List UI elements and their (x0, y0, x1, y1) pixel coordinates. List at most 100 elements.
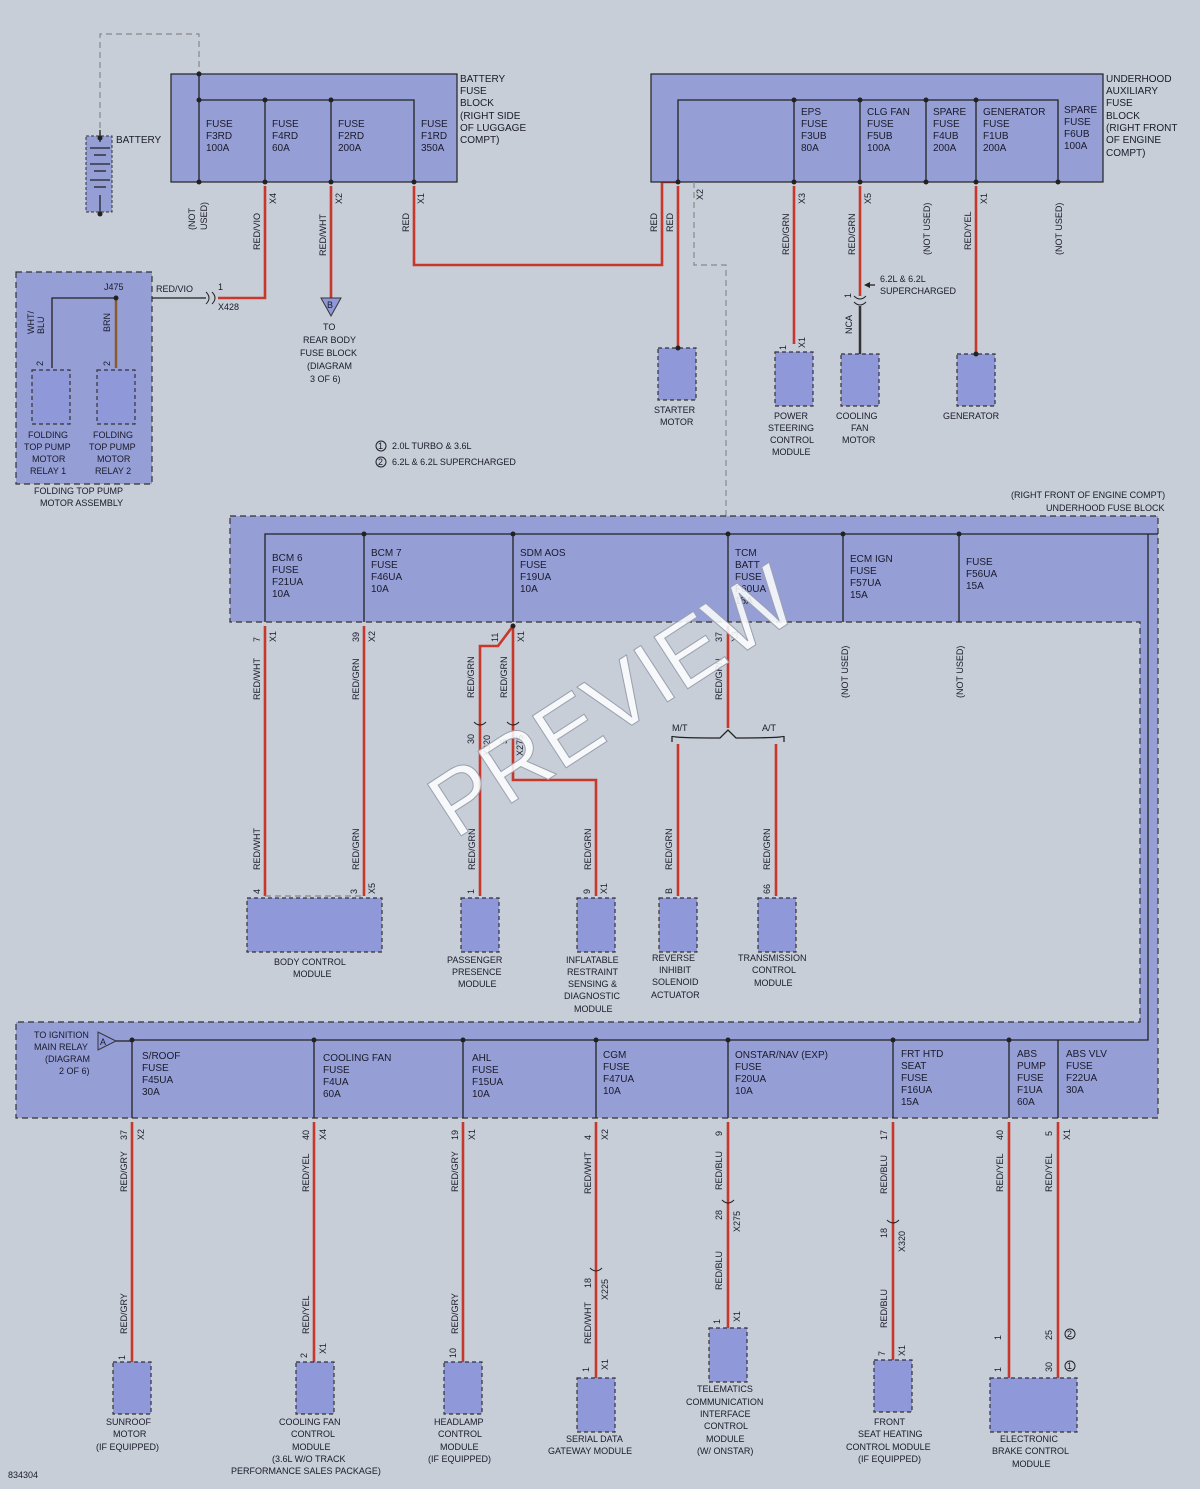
ebcm-label: MODULE (1012, 1459, 1051, 1469)
wire-label: RED/GRN (664, 828, 674, 870)
fuse-line: 60A (323, 1089, 341, 1100)
fuse-line: ABS (1017, 1049, 1037, 1060)
wire-label: BLU (36, 316, 46, 334)
fuse-line: FUSE (735, 1062, 762, 1073)
ppm-label: PRESENCE (452, 967, 502, 977)
connector-label: X275 (732, 1211, 742, 1232)
fuse-line: SDM AOS (520, 548, 566, 559)
block-label-line: (RIGHT FRONT OF ENGINE COMPT) (1011, 490, 1165, 500)
wire-label: RED/BLU (714, 1151, 724, 1190)
variant-marker: 1 (1067, 1361, 1072, 1371)
wire-label: WHT/ (26, 311, 36, 334)
seat-label: CONTROL MODULE (846, 1442, 931, 1452)
pin-label: 2 (35, 361, 45, 366)
pin-label: 1 (466, 889, 476, 894)
fuse-line: EPS (801, 107, 821, 118)
wire-label: RED/GRY (119, 1151, 129, 1192)
rear-body-label: 3 OF 6) (310, 374, 341, 384)
diagram-id: 834304 (8, 1470, 38, 1480)
fuse-line: FUSE (520, 560, 547, 571)
block-label-line: (RIGHT FRONT (1106, 123, 1177, 134)
legend-text: 6.2L & 6.2L SUPERCHARGED (392, 457, 516, 467)
fuse-line: F1RD (421, 131, 447, 142)
fuse-line: F1UA (1017, 1085, 1043, 1096)
fuse-line: 15A (901, 1097, 919, 1108)
pin-label: 40 (301, 1130, 311, 1140)
fuse-line: FUSE (421, 119, 448, 130)
pin-label: 10 (448, 1348, 458, 1358)
fuse-f4ua: COOLING FAN FUSE F4UA 60A (323, 1053, 391, 1100)
fuse-line: FUSE (272, 565, 299, 576)
wire-label: RED/GRY (450, 1151, 460, 1192)
fuse-line: 80A (801, 143, 819, 154)
fuse-f16ua: FRT HTD SEAT FUSE F16UA 15A (901, 1049, 943, 1108)
wire-label: RED/GRN (583, 828, 593, 870)
fuse-line: F20UA (735, 1074, 766, 1085)
fuse-line: FUSE (801, 119, 828, 130)
ignition-fuse-row: TO IGNITION MAIN RELAY (DIAGRAM 2 OF 6) … (34, 1030, 1107, 1118)
wire-label: RED/GRN (351, 828, 361, 870)
relay1-label: MOTOR (32, 454, 66, 464)
connector-label: X1 (268, 631, 278, 642)
fuse-line: SPARE (933, 107, 966, 118)
relay-ref-line: MAIN RELAY (34, 1042, 88, 1052)
connector-label: X4 (318, 1129, 328, 1140)
fuse-line: S/ROOF (142, 1051, 180, 1062)
fuse-line: 200A (983, 143, 1007, 154)
pin-label: 25 (1044, 1330, 1054, 1340)
pscm-label: POWER (774, 411, 809, 421)
fuse-f3rd: FUSE F3RD 100A (206, 119, 233, 154)
connector-label: X2 (136, 1129, 146, 1140)
fuse-line: FUSE (472, 1065, 499, 1076)
underhood-block-outputs: 7 X1 RED/WHT RED/WHT 4 39 X2 RED/GRN RED… (246, 623, 965, 1014)
wire-label: RED/YEL (301, 1295, 311, 1334)
battery-block-outputs: (NOT USED) X4 RED/VIO X2 RED/WHT B TO RE… (187, 180, 678, 384)
pin-label: 4 (583, 1135, 593, 1140)
fuse-line: 10A (272, 589, 290, 600)
fuse-line: 10A (603, 1086, 621, 1097)
fuse-line: ONSTAR/NAV (EXP) (735, 1050, 828, 1061)
legend-number: 2 (378, 457, 383, 467)
variant-marker: 2 (1067, 1329, 1072, 1339)
wire-label: BRN (102, 313, 112, 332)
connector-label: X320 (897, 1231, 907, 1252)
relay1-label: FOLDING (28, 430, 68, 440)
pscm-label: CONTROL (770, 435, 814, 445)
fuse-line: AHL (472, 1053, 492, 1064)
fuse-f60ua: TCM BATT FUSE F60UA 15A (735, 548, 766, 607)
legend-number: 1 (378, 441, 383, 451)
wire-label: RED/GRN (466, 656, 476, 698)
headlamp-label: (IF EQUIPPED) (428, 1454, 491, 1464)
fuse-line: FUSE (983, 119, 1010, 130)
fuse-line: F22UA (1066, 1073, 1097, 1084)
fuse-f56ua: FUSE F56UA 15A (966, 557, 997, 592)
fuse-line: FUSE (206, 119, 233, 130)
wire-label: RED/GRN (847, 213, 857, 255)
telematics-label: COMMUNICATION (686, 1397, 763, 1407)
supercharged-label: 6.2L & 6.2L (880, 274, 926, 284)
sdgm-label: SERIAL DATA (566, 1434, 623, 1444)
fuse-line: F4RD (272, 131, 298, 142)
wire-label: RED/VIO (156, 284, 193, 294)
relay-ref-line: 2 OF 6) (59, 1066, 90, 1076)
fuse-line: FUSE (603, 1062, 630, 1073)
aux-block-outputs: RED X2 STARTER MOTOR X3 RED/GRN X1 1 POW… (654, 182, 1064, 516)
not-used-label: USED) (199, 202, 209, 230)
bcm-label: BODY CONTROL (274, 957, 346, 967)
block-label-line: COMPT) (1106, 148, 1145, 159)
fuse-line: FUSE (142, 1063, 169, 1074)
seat-label: SEAT HEATING (858, 1429, 923, 1439)
wire-label: (NOT USED) (840, 646, 850, 698)
fuse-line: F15UA (472, 1077, 503, 1088)
relay2-label: RELAY 2 (95, 466, 131, 476)
fuse-line: F19UA (520, 572, 551, 583)
wire-label: RED/VIO (252, 213, 262, 250)
block-label-line: OF LUGGAGE (460, 123, 526, 134)
telematics-label: MODULE (706, 1434, 745, 1444)
battery-label: BATTERY (116, 135, 162, 146)
pin-label: 1 (117, 1355, 127, 1360)
pin-label: 9 (714, 1131, 724, 1136)
fuse-f46ua: BCM 7 FUSE F46UA 10A (371, 548, 402, 595)
fuse-line: 30A (142, 1087, 160, 1098)
